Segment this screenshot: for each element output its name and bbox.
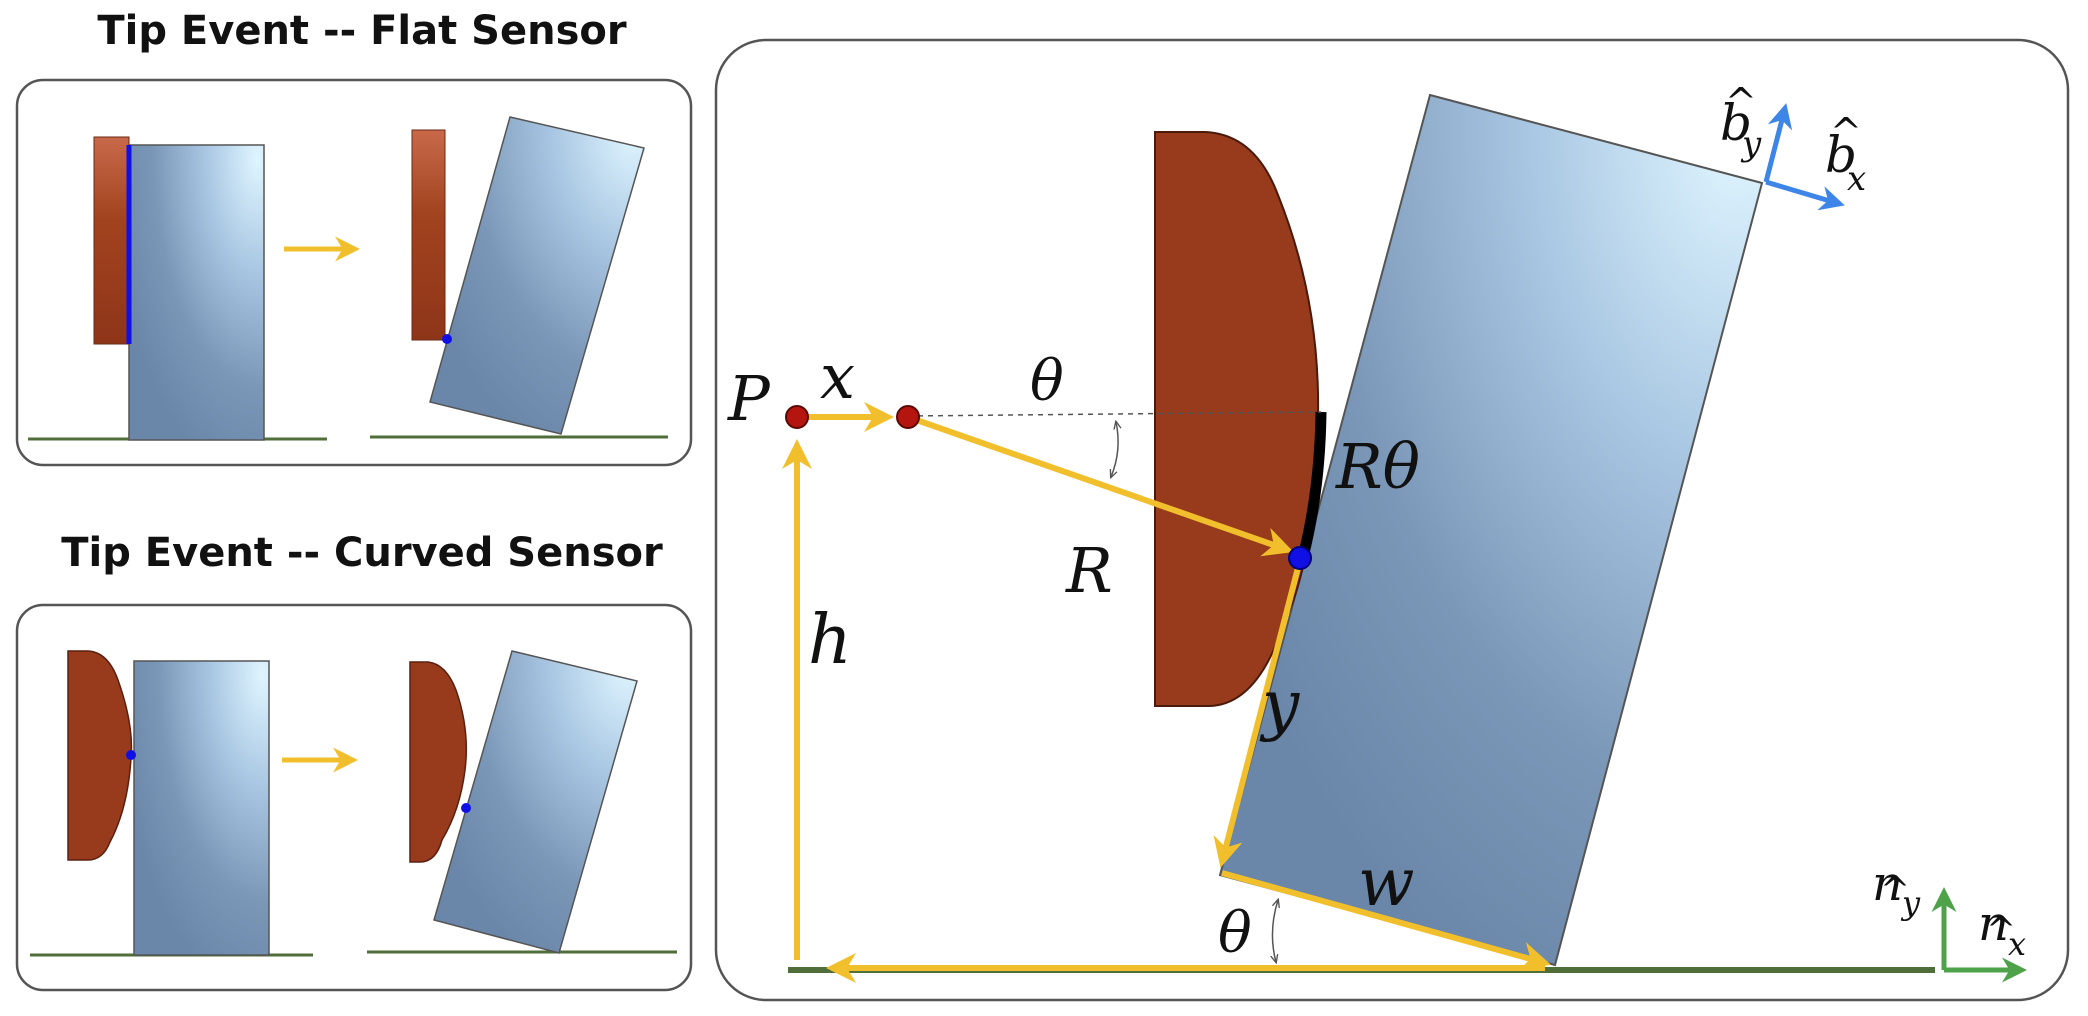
w-vector: [1221, 870, 1551, 972]
geometry-panel: [714, 38, 2070, 1002]
tipped-block: [429, 116, 645, 435]
flat-sensor-title: Tip Event -- Flat Sensor: [97, 8, 627, 54]
label-R-theta: Rθ: [1335, 430, 1420, 503]
reference-line: [907, 411, 1322, 417]
flat-sensor: [411, 129, 446, 341]
label-R: R: [1065, 534, 1113, 607]
theta-angle-arc: [1111, 422, 1118, 477]
flat-sensor-panel: [15, 78, 693, 467]
label-b-x: b: [1825, 126, 1857, 184]
b-x-axis: [1765, 179, 1845, 211]
upright-block: [128, 144, 265, 441]
b-y-axis: [1763, 103, 1793, 183]
y-vector: [1213, 559, 1303, 868]
contact-point: [1288, 546, 1312, 570]
label-b-y: b: [1720, 94, 1752, 152]
label-x: x: [820, 340, 855, 413]
label-b-y-hat: ^: [1725, 80, 1757, 124]
upright-block: [133, 660, 270, 956]
curved-sensor: [409, 661, 468, 863]
curved-sensor-title: Tip Event -- Curved Sensor: [61, 530, 663, 576]
label-n-x-hat: ^: [1986, 910, 2016, 951]
label-w: w: [1358, 844, 1415, 921]
theta-angle-arc: [1272, 900, 1278, 962]
curved-sensor-panel: [15, 603, 693, 992]
label-theta-bottom: θ: [1218, 901, 1252, 966]
arc-length-segment: [1297, 411, 1327, 559]
label-n-x: n: [1978, 896, 2009, 952]
label-n-y-hat: ^: [1880, 870, 1910, 911]
contact-point: [442, 334, 452, 344]
label-n-y: n: [1872, 856, 1903, 912]
flat-sensor: [93, 136, 130, 345]
tipped-block: [1218, 93, 1764, 967]
contact-point: [461, 803, 471, 813]
label-n-y-sub: y: [1900, 884, 1921, 922]
sensor-center-point: [896, 405, 920, 429]
label-theta-top: θ: [1030, 349, 1064, 414]
label-b-y-sub: y: [1740, 124, 1762, 164]
label-h: h: [808, 601, 852, 680]
pivot-point-P: [785, 405, 809, 429]
contact-point: [126, 750, 136, 760]
label-P: P: [727, 362, 771, 435]
label-y: y: [1259, 666, 1300, 743]
tipped-block: [433, 650, 638, 954]
R-vector: [907, 414, 1294, 557]
label-b-x-sub: x: [1847, 159, 1866, 199]
label-n-x-sub: x: [2008, 925, 2026, 963]
label-b-x-hat: ^: [1830, 110, 1862, 154]
